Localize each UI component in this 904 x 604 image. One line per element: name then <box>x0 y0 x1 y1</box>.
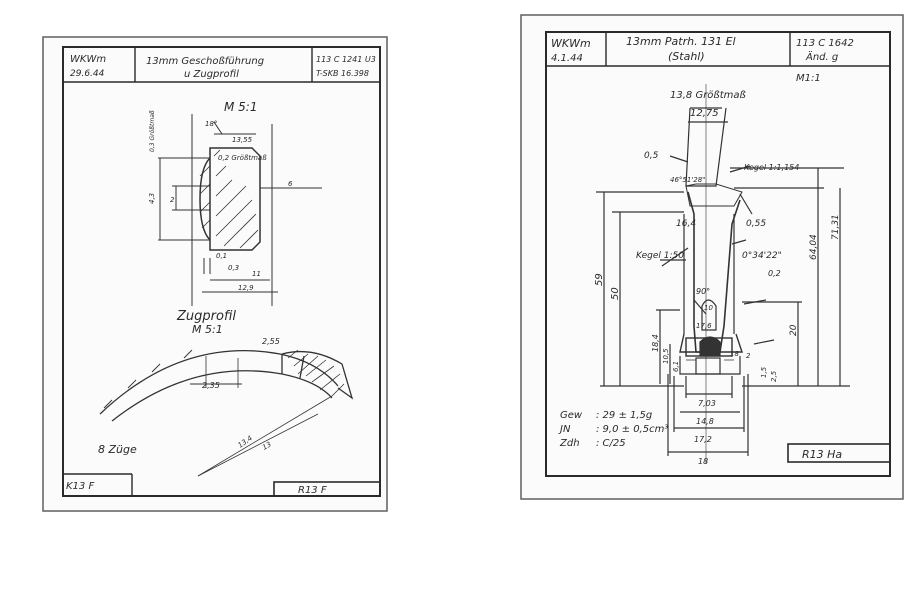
dim-d25: 2,5 <box>770 370 778 382</box>
dim-d2: 2 <box>746 352 751 360</box>
spec-label-1: JN <box>558 424 571 435</box>
left-drawing-no2: T-SKB 16.398 <box>316 69 369 78</box>
dim-d03: 0,3 <box>228 264 239 272</box>
right-scale: M1:1 <box>796 73 821 84</box>
dim-d10: 10 <box>704 304 713 312</box>
right-date: 4.1.44 <box>551 53 583 64</box>
dim-d055: 0,55 <box>746 219 766 229</box>
dim-d172: 17,2 <box>694 435 712 444</box>
dim-d18: 18 <box>730 350 739 358</box>
left-footer-left: K13 F <box>66 481 94 492</box>
dim-d59: 59 <box>594 273 605 286</box>
profile-grooves: 8 Züge <box>98 443 137 456</box>
spec-value-0: : 29 ± 1,5g <box>596 410 652 421</box>
right-drawing-no: 113 C 1642 <box>796 38 854 49</box>
dim-h1: 4,3 <box>148 193 156 204</box>
dim-d15: 1,5 <box>760 366 768 378</box>
dim-kegel1: Kegel 1:1,154 <box>744 163 799 172</box>
dim-top-dia: 12,75 <box>690 108 719 119</box>
dim-d20: 20 <box>789 324 799 336</box>
profile-title: Zugprofil <box>176 309 236 324</box>
dim-d148: 14,8 <box>696 417 714 426</box>
left-footer-right: R13 F <box>298 485 327 496</box>
dim-d71: 71,31 <box>831 214 841 240</box>
left-date: 29.6.44 <box>70 69 105 79</box>
dim-grossmass: 13,8 Größtmaß <box>670 90 746 101</box>
dim-a90: 90° <box>696 287 710 296</box>
left-title-line2: u Zugprofil <box>184 69 239 80</box>
dim-d01: 0,1 <box>216 252 227 260</box>
right-title-line2: (Stahl) <box>668 50 705 63</box>
dim-d50: 50 <box>610 287 621 300</box>
dim-d703: 7,03 <box>698 399 716 408</box>
specs-block: Gew : 29 ± 1,5g JN : 9,0 ± 0,5cm³ Zdh : … <box>558 410 668 449</box>
profile-dim-b: 2,35 <box>202 381 220 390</box>
dim-d6: 6 <box>288 180 293 188</box>
profile-dim-r1: 13,4 <box>237 434 254 449</box>
left-drawing-sheet: M 5:1 18° 13,55 0,2 Größtmaß 0,3 Größtma… <box>42 36 388 512</box>
profile-scale: M 5:1 <box>192 323 223 336</box>
profile-dim-a: 2,55 <box>262 337 280 346</box>
profile-dim-r2: 13 <box>261 440 273 451</box>
top-view-scale: M 5:1 <box>224 100 257 114</box>
dim-angle2: 0°34'22" <box>742 251 782 261</box>
dim-h2: 2 <box>170 196 175 204</box>
right-drawing-sheet: WKWm 4.1.44 13mm Patrh. 131 El (Stahl) 1… <box>520 14 904 500</box>
dim-d16: 16,4 <box>676 219 696 229</box>
left-drawing-no1: 113 C 1241 U3 <box>316 55 376 64</box>
right-revision: Änd. g <box>805 50 838 63</box>
dim-d105: 10,5 <box>662 348 670 364</box>
right-footer: R13 Ha <box>802 448 842 461</box>
left-firm: WKWm <box>70 54 106 65</box>
dim-d11: 11 <box>252 270 261 278</box>
dim-d1: 13,55 <box>232 136 253 144</box>
dim-d12: 12,9 <box>238 284 254 292</box>
left-title-line1: 13mm Geschoßführung <box>146 56 264 67</box>
right-drawing-lines: WKWm 4.1.44 13mm Patrh. 131 El (Stahl) 1… <box>520 14 904 500</box>
dim-d17: 17,6 <box>696 322 712 330</box>
right-firm: WKWm <box>551 37 591 50</box>
dim-d05: 0,5 <box>644 151 659 161</box>
dim-d184: 18,4 <box>651 334 660 352</box>
spec-value-2: : C/25 <box>596 438 626 449</box>
spec-value-1: : 9,0 ± 0,5cm³ <box>596 424 668 435</box>
right-title-line1: 13mm Patrh. 131 El <box>626 35 736 48</box>
dim-grossmass-side: 0,3 Größtmaß <box>149 110 156 152</box>
spec-label-2: Zdh <box>559 438 580 449</box>
dim-kegel2: Kegel 1:50 <box>636 251 684 261</box>
dim-grossmass-label: 0,2 Größtmaß <box>218 154 267 162</box>
dim-d64: 64,04 <box>809 234 819 260</box>
dim-d181: 18 <box>698 457 708 466</box>
dim-d61: 6,1 <box>672 361 680 372</box>
spec-label-0: Gew <box>560 410 583 421</box>
left-drawing-lines: M 5:1 18° 13,55 0,2 Größtmaß 0,3 Größtma… <box>42 36 388 512</box>
dim-angle: 18° <box>205 120 217 128</box>
dim-angle1: 46°51'28" <box>670 176 705 184</box>
dim-d02: 0,2 <box>768 269 781 278</box>
